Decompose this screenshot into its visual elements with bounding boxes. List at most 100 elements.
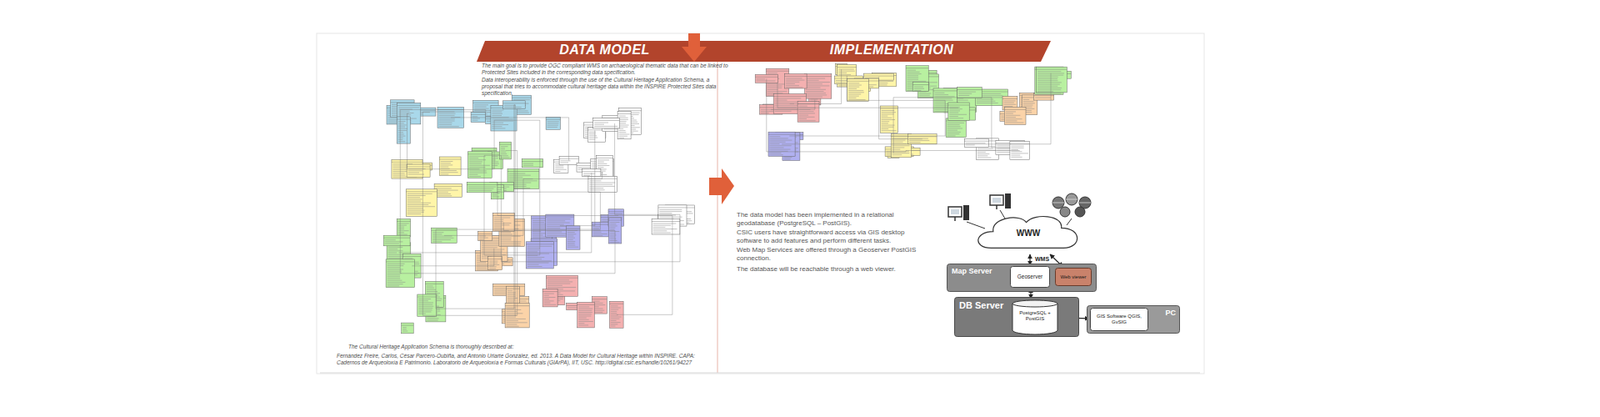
uml-attribute-stroke [1005, 113, 1014, 115]
uml-attribute-stroke [432, 240, 442, 242]
uml-attribute-stroke [567, 242, 575, 244]
uml-attribute-stroke [583, 175, 590, 176]
uml-attribute-stroke [509, 175, 531, 176]
uml-class-box [785, 73, 808, 89]
uml-attribute-stroke [387, 272, 402, 274]
uml-header-rule [466, 184, 498, 185]
uml-header-rule [406, 166, 430, 168]
uml-attribute-stroke [491, 122, 504, 124]
uml-attribute-stroke [555, 170, 560, 172]
uml-attribute-stroke [440, 164, 454, 165]
uml-attribute-stroke [468, 188, 495, 190]
uml-class-box [797, 101, 820, 123]
uml-attribute-stroke [527, 265, 543, 267]
uml-attribute-stroke [500, 240, 521, 242]
uml-attribute-stroke [544, 298, 550, 300]
uml-attribute-stroke [469, 163, 482, 165]
uml-attribute-stroke [407, 202, 431, 204]
cylinder-body [1012, 303, 1058, 335]
uml-attribute-stroke [770, 143, 780, 145]
uml-association [789, 100, 945, 136]
uml-attribute-stroke [492, 194, 497, 195]
uml-attribute-stroke [1010, 149, 1019, 150]
uml-attribute-stroke [756, 80, 776, 82]
uml-attribute-stroke [935, 109, 949, 110]
uml-header-rule [608, 220, 622, 221]
uml-attribute-stroke [489, 262, 498, 264]
uml-class-box [588, 175, 617, 192]
uml-class-box [545, 116, 560, 130]
uml-attribute-stroke [532, 220, 546, 221]
uml-attribute-stroke [805, 87, 821, 89]
uml-attribute-stroke [610, 227, 616, 229]
uml-attribute-stroke [881, 125, 895, 126]
uml-attribute-stroke [881, 128, 890, 130]
uml-attribute-stroke [468, 186, 497, 188]
uml-attribute-stroke [440, 162, 451, 164]
uml-header-rule [651, 220, 680, 222]
uml-header-rule [545, 216, 575, 218]
uml-class-box [383, 235, 410, 246]
uml-attribute-stroke [965, 144, 975, 145]
uml-attribute-stroke [547, 286, 576, 288]
uml-attribute-stroke [805, 96, 823, 98]
uml-attribute-stroke [398, 126, 405, 128]
uml-attribute-stroke [392, 175, 405, 176]
uml-attribute-stroke [578, 317, 587, 319]
uml-attribute-stroke [491, 120, 514, 122]
uml-attribute-stroke [949, 117, 964, 119]
uml-attribute-stroke [544, 293, 555, 295]
uml-header-rule [964, 140, 989, 142]
uml-association [407, 120, 495, 170]
uml-attribute-stroke [881, 126, 895, 128]
uml-association [615, 123, 680, 215]
uml-attribute-stroke [907, 80, 927, 82]
uml-attribute-stroke [398, 140, 406, 142]
uml-header-rule [577, 304, 595, 305]
uml-attribute-stroke [619, 122, 627, 124]
uml-attribute-stroke [544, 302, 551, 304]
uml-attribute-stroke [977, 155, 989, 156]
uml-attribute-stroke [935, 101, 946, 103]
uml-association [435, 229, 600, 309]
uml-attribute-stroke [1037, 75, 1064, 76]
uml-attribute-stroke [1035, 97, 1051, 99]
uml-attribute-stroke [435, 191, 449, 193]
uml-attribute-stroke [799, 105, 808, 107]
uml-attribute-stroke [848, 95, 860, 97]
body-text: The Cultural Heritage Application Schema… [348, 343, 712, 350]
uml-attribute-stroke [838, 69, 855, 70]
uml-attribute-stroke [1004, 100, 1016, 101]
uml-attribute-stroke [544, 304, 557, 305]
uml-attribute-stroke [546, 222, 570, 224]
body-text: The main goal is to provide OGC complian… [481, 62, 729, 76]
uml-attribute-stroke [1005, 122, 1025, 124]
uml-attribute-stroke [593, 300, 600, 302]
uml-attribute-stroke [977, 151, 986, 153]
uml-attribute-stroke [619, 117, 629, 119]
uml-attribute-stroke [398, 234, 408, 235]
uml-attribute-stroke [387, 283, 404, 285]
uml-attribute-stroke [392, 172, 405, 174]
uml-attribute-stroke [597, 166, 605, 168]
uml-attribute-stroke [489, 264, 500, 265]
uml-attribute-stroke [494, 219, 505, 220]
node-label: PostgreSQL + PostGIS [1014, 310, 1056, 322]
uml-class-box [948, 102, 970, 121]
uml-attribute-stroke [398, 225, 407, 226]
connector-label: WMS [1034, 255, 1050, 263]
cloud-shape [978, 216, 1078, 249]
uml-class-box [470, 111, 486, 122]
uml-attribute-stroke [767, 85, 783, 87]
uml-attribute-stroke [527, 260, 552, 261]
uml-attribute-stroke [494, 228, 505, 230]
uml-association [616, 215, 673, 315]
uml-attribute-stroke [567, 245, 575, 246]
uml-attribute-stroke [547, 125, 559, 126]
uml-attribute-stroke [474, 104, 489, 105]
uml-header-rule [765, 70, 790, 72]
uml-attribute-stroke [601, 220, 609, 222]
uml-attribute-stroke [583, 173, 595, 175]
uml-attribute-stroke [785, 83, 795, 85]
